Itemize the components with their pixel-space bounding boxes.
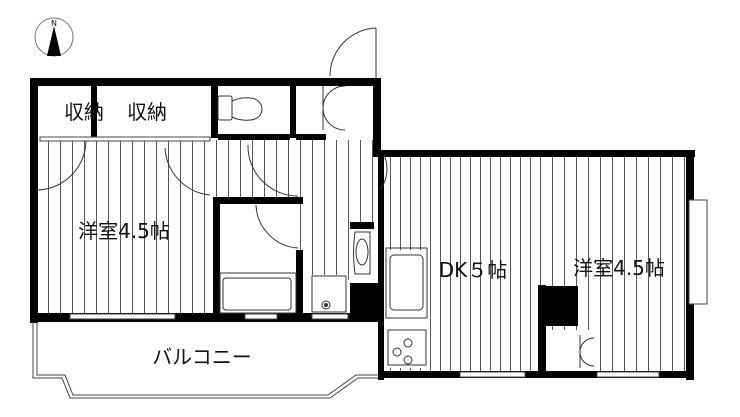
- room-label-western-left: 洋室4.5帖: [78, 219, 170, 243]
- compass-label: N: [51, 19, 57, 28]
- toilet-icon: [217, 95, 263, 121]
- room-label-dk: DK５帖: [439, 258, 508, 282]
- windows: [39, 136, 708, 378]
- room-label-storage-large: 収納: [127, 100, 167, 124]
- doors: [37, 27, 595, 368]
- sink-icon: [385, 247, 428, 319]
- room-label-western-right: 洋室4.5帖: [573, 256, 665, 280]
- stove-icon: [387, 329, 427, 366]
- room-label-storage-small: 収納: [64, 100, 104, 124]
- room-label-balcony: バルコニー: [152, 345, 252, 369]
- washing-machine-icon: [311, 275, 347, 313]
- compass: N: [34, 17, 74, 57]
- bathtub-icon: [219, 272, 297, 314]
- north-arrow-icon: [47, 26, 61, 56]
- washbasin-icon: [353, 231, 371, 275]
- balcony: [32, 322, 378, 399]
